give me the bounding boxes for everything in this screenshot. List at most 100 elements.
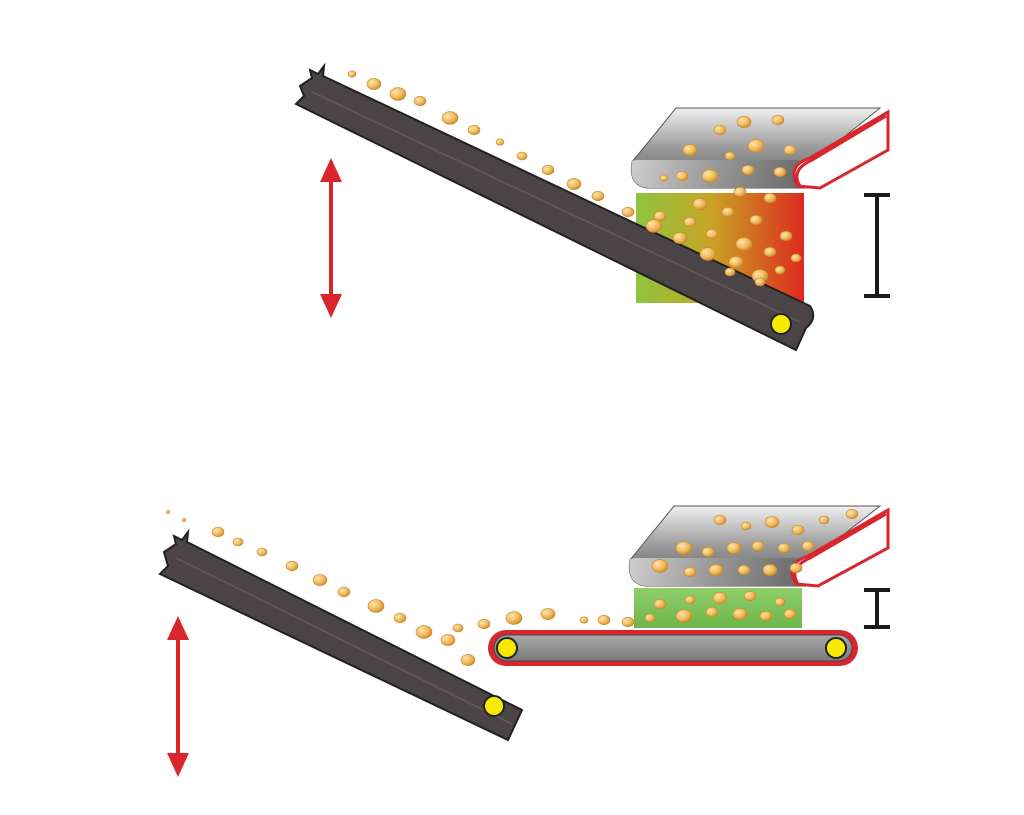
particle (789, 562, 803, 574)
particle (566, 178, 582, 190)
particle (659, 174, 669, 182)
particle (818, 515, 830, 525)
roller-icon (483, 695, 505, 717)
particle (684, 595, 696, 605)
particle (777, 542, 791, 554)
particle (779, 230, 793, 242)
particle (645, 219, 663, 233)
particle (579, 616, 589, 624)
particle (367, 599, 385, 613)
particle (675, 609, 693, 623)
particle (440, 634, 456, 646)
particle (801, 540, 815, 552)
vertical-double-arrow-icon (320, 158, 342, 318)
particle (477, 618, 491, 630)
particle (516, 151, 528, 161)
particle (505, 611, 523, 625)
roller-icon (770, 313, 792, 335)
particle (713, 514, 727, 526)
particle (724, 151, 736, 161)
particle (337, 586, 351, 598)
particle (495, 138, 505, 146)
particle (441, 111, 459, 125)
particle (653, 210, 667, 222)
particle (591, 190, 605, 202)
particle (651, 559, 669, 573)
particle (256, 547, 268, 557)
particle (774, 265, 786, 275)
particle (312, 574, 328, 586)
particle (644, 613, 656, 623)
particle (724, 267, 736, 277)
particle (713, 124, 727, 136)
particle (389, 87, 407, 101)
particle (721, 206, 735, 218)
panel-top (294, 62, 890, 352)
particle (682, 144, 698, 156)
particle (621, 616, 635, 628)
particle (705, 228, 719, 240)
particle (705, 606, 719, 618)
particle (726, 542, 742, 554)
particle (735, 237, 753, 251)
particle (759, 610, 773, 622)
feeder-belt-top (294, 62, 815, 352)
panel-bottom (158, 505, 890, 777)
particle (653, 598, 667, 610)
particle (181, 518, 187, 522)
particle (366, 78, 382, 90)
particle (692, 198, 708, 210)
particle (540, 608, 556, 620)
particle (683, 216, 697, 228)
particle (747, 139, 765, 153)
particle (675, 170, 689, 182)
particle (737, 564, 751, 576)
particle (699, 247, 717, 261)
particles-top (347, 70, 802, 287)
gap-height-icon (864, 588, 890, 629)
particle (733, 186, 747, 198)
particle (783, 144, 797, 156)
particle (845, 508, 859, 520)
particle (347, 70, 357, 78)
particle (165, 510, 171, 514)
vertical-double-arrow-icon (167, 616, 189, 777)
particle (749, 214, 763, 226)
particle (415, 625, 433, 639)
particle (762, 564, 778, 576)
particle (783, 608, 797, 620)
particle (701, 546, 715, 558)
particle (708, 564, 724, 576)
particle (712, 592, 728, 604)
particle (763, 192, 777, 204)
particle (741, 164, 755, 176)
particle (743, 590, 757, 602)
particle (773, 166, 787, 178)
particle (597, 614, 611, 626)
particle (732, 608, 748, 620)
particle (393, 612, 407, 624)
particles-bottom (165, 508, 859, 666)
particle (736, 116, 752, 128)
particle (285, 560, 299, 572)
particle (467, 124, 481, 136)
particle (621, 206, 635, 218)
particle (771, 114, 785, 126)
particle (413, 95, 427, 107)
feeder-belt-bottom (158, 528, 524, 742)
particle (232, 537, 244, 547)
roller-icon (496, 637, 518, 659)
particle (675, 541, 693, 555)
particle (791, 524, 805, 536)
particle (211, 526, 225, 538)
particle (740, 521, 752, 531)
roller-icon (825, 637, 847, 659)
particle (672, 232, 688, 244)
particle (460, 654, 476, 666)
particle (683, 566, 697, 578)
particle (790, 253, 802, 263)
particle (728, 256, 744, 268)
particle (763, 246, 777, 258)
